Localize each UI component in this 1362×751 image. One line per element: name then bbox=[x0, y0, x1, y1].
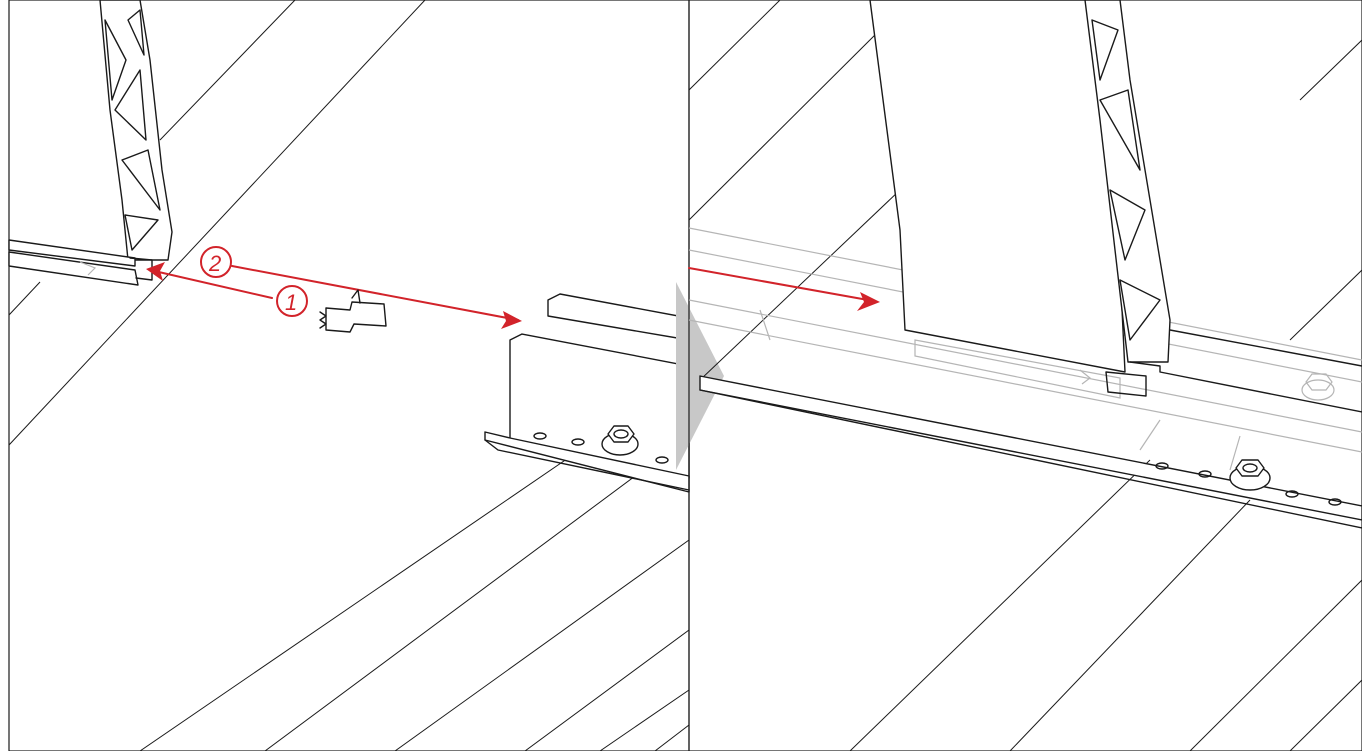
direction-arrow-icon bbox=[857, 292, 880, 311]
rail-bracket-left-panel bbox=[484, 293, 690, 493]
lattice-post-left bbox=[99, 0, 173, 261]
rail-left bbox=[8, 239, 153, 286]
callout-number-2: 2 bbox=[208, 251, 221, 276]
deck-boards-left bbox=[8, 0, 690, 751]
direction-arrow-icon bbox=[501, 311, 522, 329]
panel-step-after bbox=[688, 0, 1362, 751]
lattice-post-right bbox=[1084, 0, 1171, 363]
callout-1: 1 bbox=[146, 262, 308, 317]
clip-tool-icon bbox=[319, 289, 387, 333]
bolt-icon bbox=[1229, 459, 1271, 491]
panel-step-before: 2 1 bbox=[8, 0, 690, 751]
deck-boards-right bbox=[688, 0, 1362, 751]
callout-number-1: 1 bbox=[285, 290, 297, 315]
callout-2: 2 bbox=[200, 246, 522, 329]
bolt-icon bbox=[1301, 373, 1335, 401]
slide-direction bbox=[688, 267, 880, 311]
direction-arrow-icon bbox=[146, 262, 165, 281]
panel-frame-right bbox=[688, 0, 1362, 751]
bolt-icon bbox=[601, 425, 639, 456]
rail-front-right bbox=[699, 375, 1362, 529]
installed-panel bbox=[869, 0, 1126, 373]
panel-channel-right bbox=[914, 329, 1362, 413]
